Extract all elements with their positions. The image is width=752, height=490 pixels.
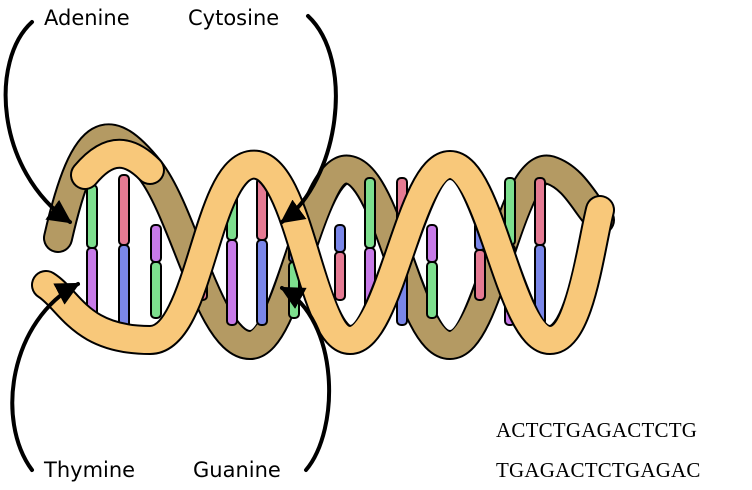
- base-pair-3-lower: [151, 262, 161, 318]
- base-pair-2-lower: [119, 245, 129, 330]
- base-pair-1-upper: [87, 185, 97, 248]
- base-pair-2-upper: [119, 175, 129, 245]
- guanine-label: Guanine: [193, 458, 281, 482]
- base-pair-6-lower: [257, 240, 267, 325]
- base-pair-11-upper: [427, 225, 437, 262]
- adenine-label: Adenine: [44, 6, 130, 30]
- base-pair-8-upper: [335, 225, 345, 252]
- base-pair-9-upper: [365, 178, 375, 248]
- cytosine-label: Cytosine: [188, 6, 279, 30]
- base-pair-12-lower: [475, 250, 485, 300]
- base-pair-8-lower: [335, 252, 345, 300]
- sequence-line-2: TGAGACTCTGAGAC: [496, 458, 701, 483]
- base-pair-5-lower: [227, 240, 237, 325]
- thymine-label: Thymine: [44, 458, 135, 482]
- base-pair-14-upper: [535, 178, 545, 245]
- sequence-line-1: ACTCTGAGACTCTG: [496, 418, 697, 443]
- base-pair-11-lower: [427, 262, 437, 318]
- base-pair-3-upper: [151, 225, 161, 262]
